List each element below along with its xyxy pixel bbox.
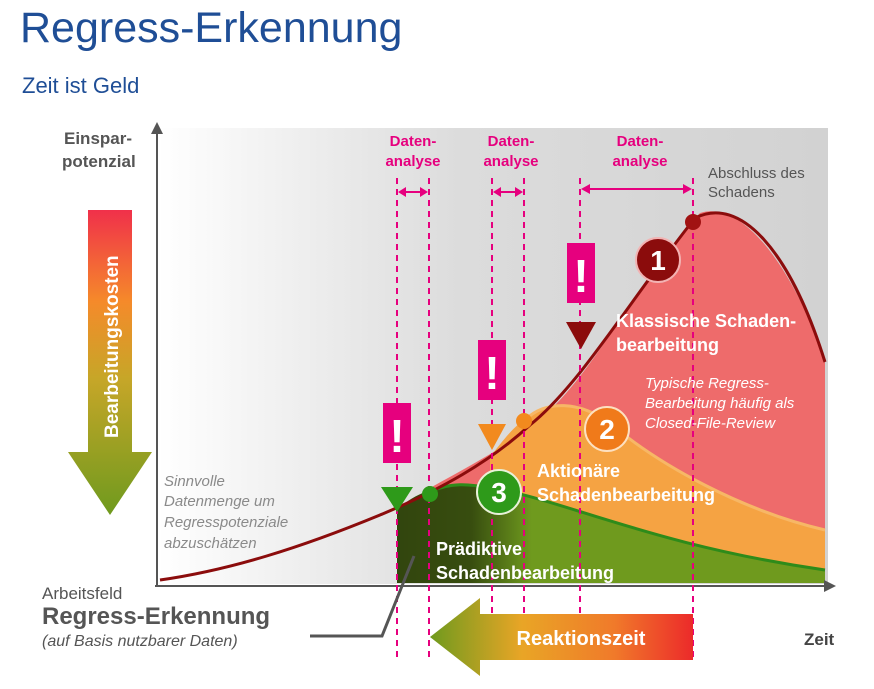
workfield-connector [310, 555, 416, 638]
svg-text:!: ! [573, 250, 588, 302]
data-analysis-label-1-line2: analyse [385, 153, 440, 170]
actionary-completion-dot [516, 413, 532, 429]
actionary-start-marker [478, 424, 506, 450]
classic-note-line1: Typische Regress- [645, 375, 769, 392]
svg-text:2: 2 [599, 414, 615, 445]
actionary-label-line1: Aktionäre [537, 461, 620, 481]
page-subtitle: Zeit ist Geld [22, 73, 140, 98]
classic-label-line2: bearbeitung [616, 335, 719, 355]
predictive-start-marker [381, 487, 413, 512]
page-title: Regress-Erkennung [20, 4, 403, 52]
classic-curve-line [159, 211, 827, 582]
classic-note-line2: Bearbeitung häufig als [645, 395, 795, 412]
classic-completion-dot [685, 214, 701, 230]
classic-label-line1: Klassische Schaden- [616, 311, 796, 331]
classic-start-marker [566, 322, 596, 349]
completion-label-line2: Schadens [708, 184, 775, 201]
reaction-time-arrow: Reaktionszeit [430, 598, 693, 676]
data-hint-line3: Regresspotenziale [164, 514, 288, 531]
badge-predictive: 3 [476, 469, 522, 515]
predictive-label-line2: Schadenbearbeitung [436, 563, 614, 583]
data-hint-line1: Sinnvolle [164, 473, 225, 490]
svg-text:1: 1 [650, 245, 666, 276]
badge-classic: 1 [635, 237, 681, 283]
actionary-label-line2: Schadenbearbeitung [537, 485, 715, 505]
svg-text:3: 3 [491, 477, 507, 508]
alert-box-3: ! [383, 403, 411, 463]
workfield-line2: Regress-Erkennung [42, 603, 270, 630]
y-axis-label-line1: Einspar- [64, 129, 132, 148]
predictive-completion-dot [422, 486, 438, 502]
data-hint-line2: Datenmenge um [164, 493, 275, 510]
y-axis-label-line2: potenzial [62, 152, 136, 171]
svg-text:!: ! [484, 347, 499, 399]
data-analysis-label-1-line1: Daten- [390, 133, 437, 150]
cost-arrow: Bearbeitungskosten [68, 210, 152, 515]
reaction-time-label: Reaktionszeit [517, 628, 646, 650]
predictive-label-line1: Prädiktive [436, 539, 522, 559]
cost-arrow-label: Bearbeitungskosten [102, 255, 123, 438]
data-analysis-label-3-line1: Daten- [617, 133, 664, 150]
data-analysis-label-3-line2: analyse [612, 153, 667, 170]
data-analysis-ranges [398, 184, 692, 197]
x-axis-label: Zeit [804, 630, 835, 649]
workfield-line1: Arbeitsfeld [42, 584, 122, 603]
predictive-curve-line [429, 483, 826, 572]
alert-box-2: ! [478, 340, 506, 400]
classic-note-line3: Closed-File-Review [645, 415, 776, 432]
badge-actionary: 2 [584, 406, 630, 452]
alert-box-1: ! [567, 243, 595, 303]
workfield-line3: (auf Basis nutzbarer Daten) [42, 633, 238, 650]
svg-text:!: ! [389, 410, 404, 462]
completion-label-line1: Abschluss des [708, 165, 805, 182]
data-analysis-label-2-line2: analyse [483, 153, 538, 170]
data-analysis-label-2-line1: Daten- [488, 133, 535, 150]
data-hint-line4: abzuschätzen [164, 535, 257, 552]
